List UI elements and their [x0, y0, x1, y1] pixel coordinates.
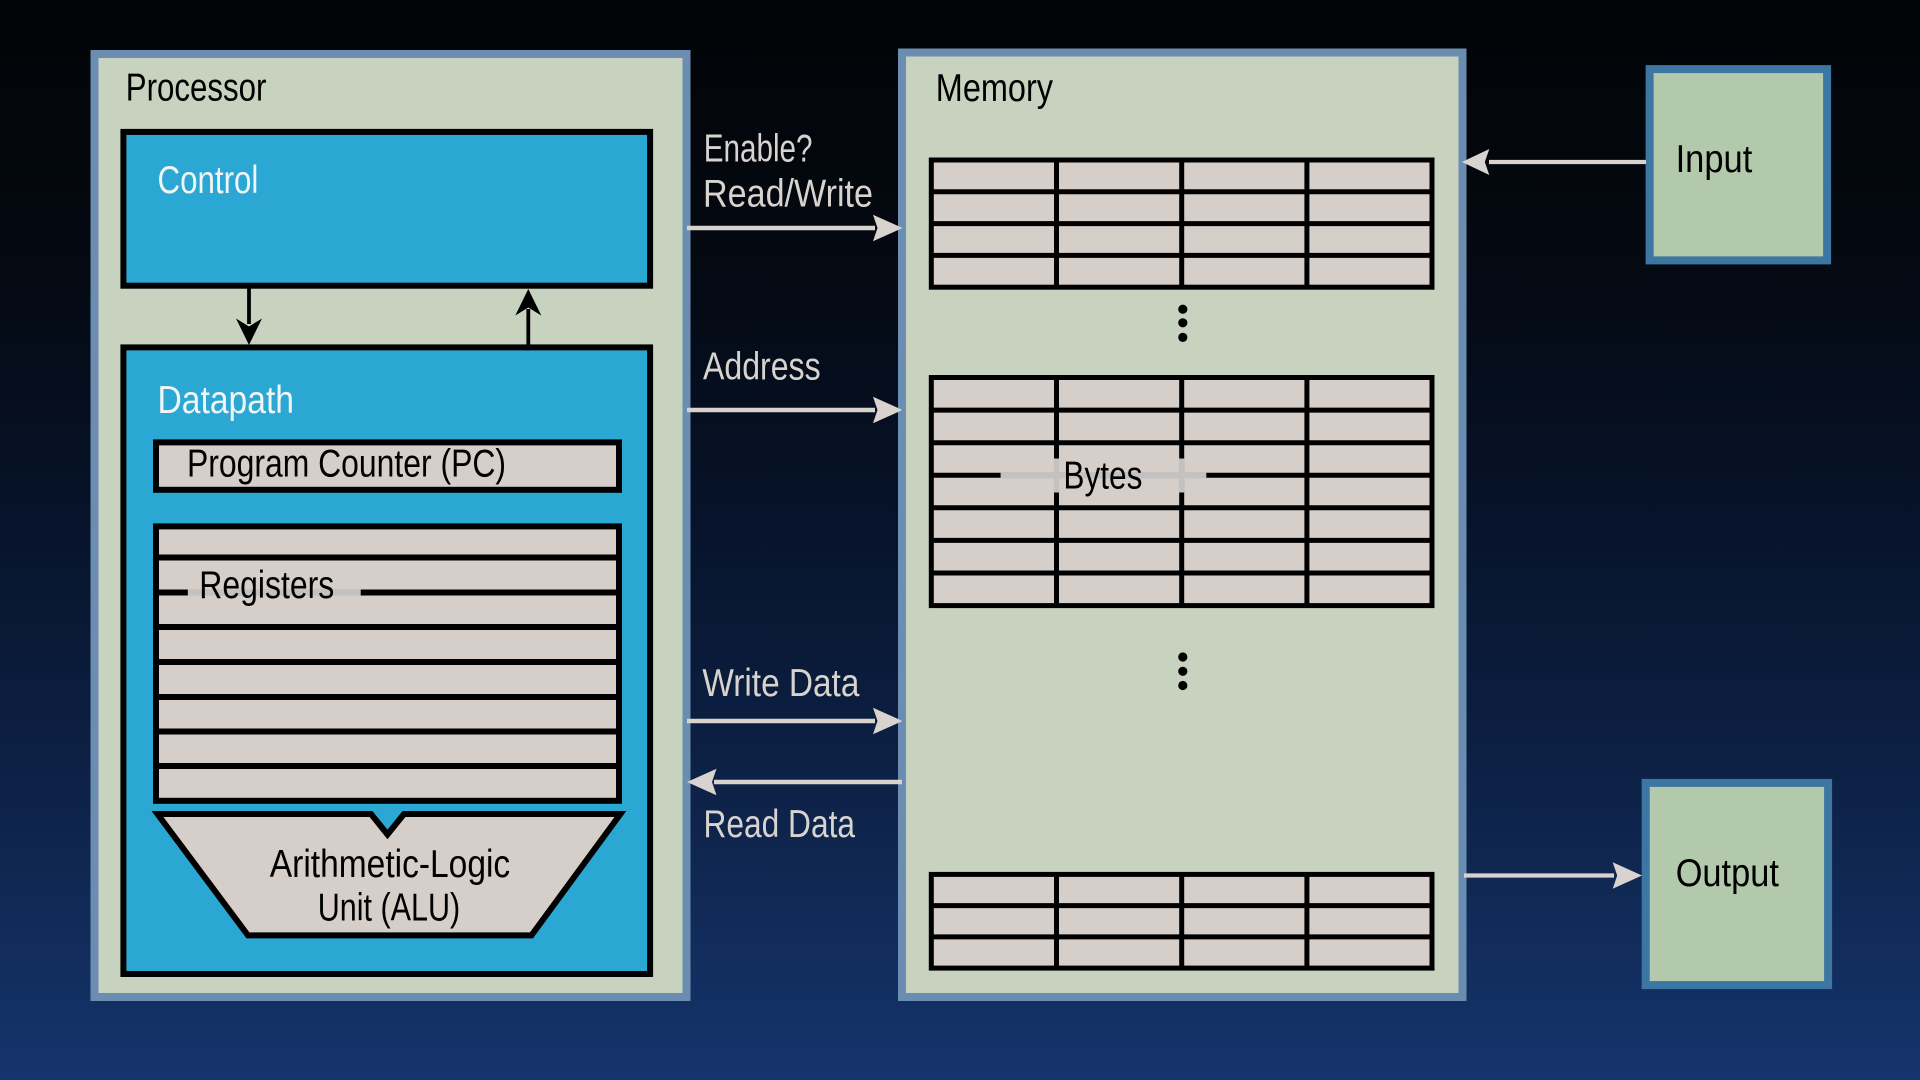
svg-text:Bytes: Bytes	[1063, 455, 1142, 498]
svg-text:Control: Control	[158, 159, 259, 202]
svg-text:Program Counter (PC): Program Counter (PC)	[187, 443, 506, 486]
svg-text:Memory: Memory	[936, 67, 1054, 110]
svg-text:Output: Output	[1676, 852, 1779, 895]
svg-text:Processor: Processor	[126, 66, 267, 109]
svg-text:Datapath: Datapath	[158, 379, 295, 422]
svg-text:Enable?: Enable?	[704, 127, 813, 170]
svg-text:Registers: Registers	[199, 564, 334, 607]
svg-text:Unit (ALU): Unit (ALU)	[318, 887, 461, 930]
svg-text:Read/Write: Read/Write	[703, 172, 873, 215]
svg-text:Arithmetic-Logic: Arithmetic-Logic	[270, 843, 510, 886]
svg-text:Read Data: Read Data	[704, 803, 856, 846]
svg-text:Input: Input	[1676, 138, 1753, 181]
svg-text:Write Data: Write Data	[702, 662, 859, 705]
svg-text:Address: Address	[703, 346, 821, 389]
